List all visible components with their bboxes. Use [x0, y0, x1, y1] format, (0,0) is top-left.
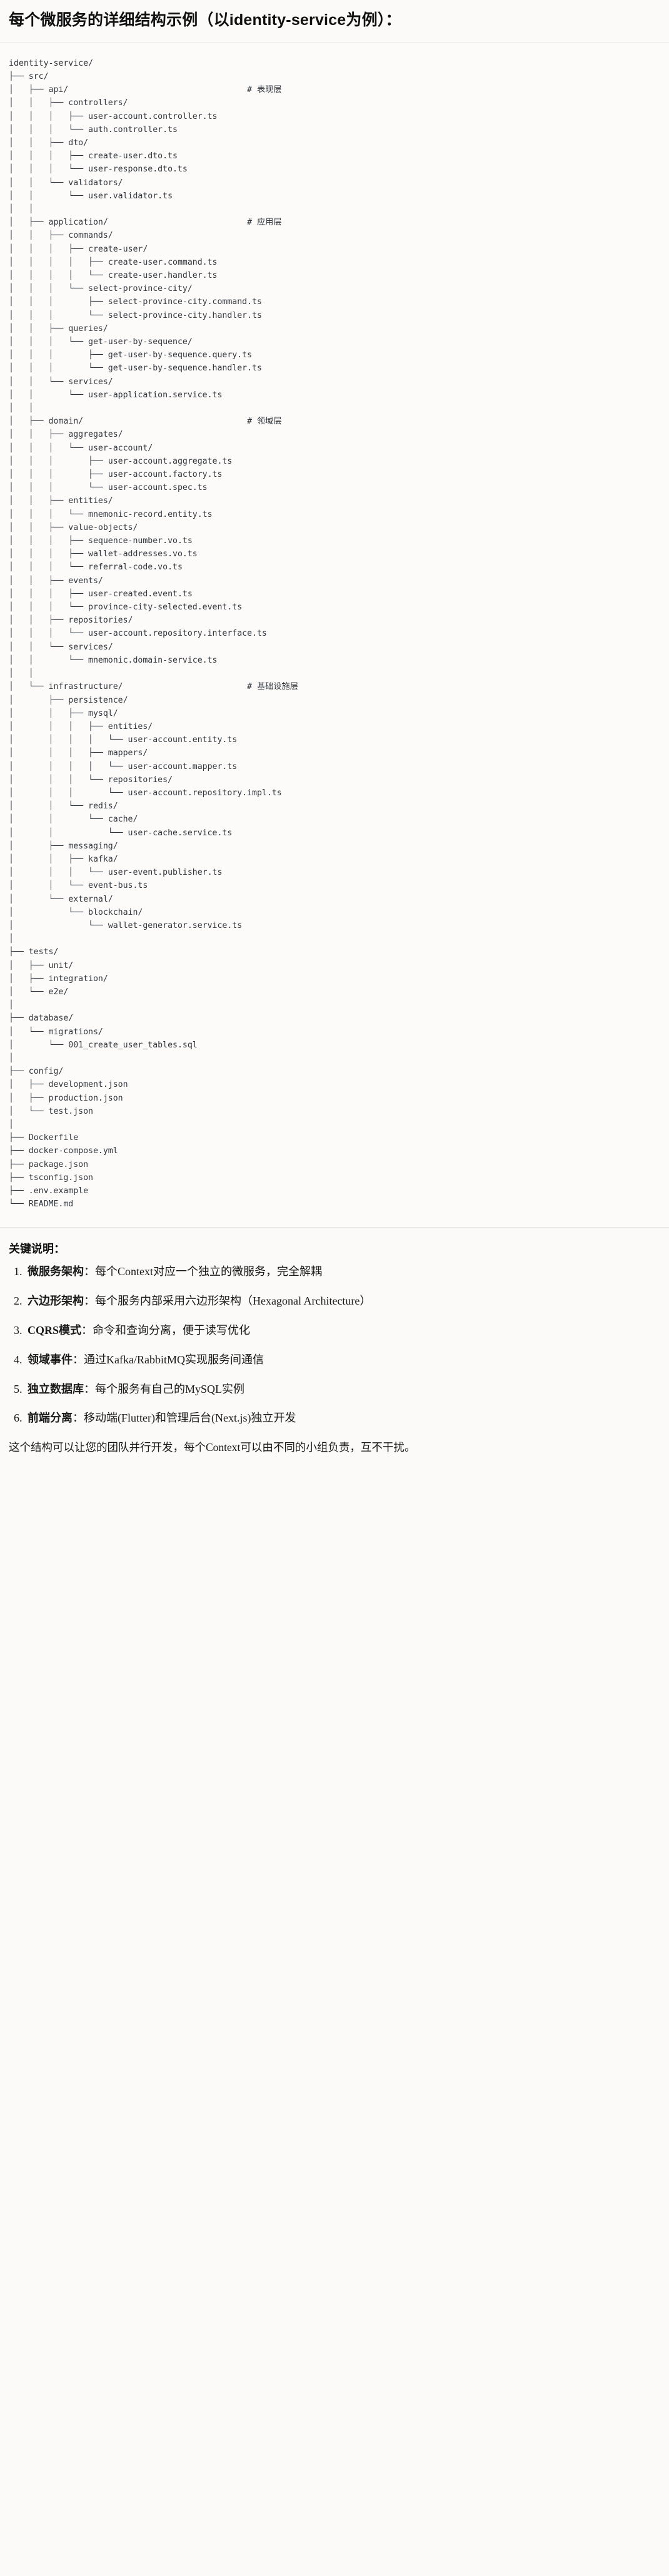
- key-note-separator: ：: [73, 1412, 84, 1425]
- key-note-separator: ：: [84, 1265, 95, 1278]
- key-note-term: CQRS模式: [28, 1324, 82, 1337]
- key-note-term: 六边形架构: [28, 1295, 84, 1308]
- key-note-term: 微服务架构: [28, 1265, 84, 1278]
- key-note-term: 领域事件: [28, 1353, 73, 1366]
- key-note-separator: ：: [73, 1353, 84, 1366]
- page-title: 每个微服务的详细结构示例（以identity-service为例）：: [9, 11, 401, 29]
- key-note-item: 领域事件：通过Kafka/RabbitMQ实现服务间通信: [25, 1351, 660, 1369]
- directory-tree: identity-service/ ├── src/ │ ├── api/ # …: [9, 58, 298, 1209]
- key-note-separator: ：: [84, 1382, 95, 1395]
- key-note-description: 通过Kafka/RabbitMQ实现服务间通信: [84, 1353, 264, 1366]
- key-note-description: 命令和查询分离，便于读写优化: [93, 1324, 251, 1337]
- key-note-item: 微服务架构：每个Context对应一个独立的微服务，完全解耦: [25, 1263, 660, 1281]
- divider-bottom: [0, 1227, 669, 1228]
- key-note-description: 每个服务有自己的MySQL实例: [95, 1382, 245, 1395]
- key-note-item: 六边形架构：每个服务内部采用六边形架构（Hexagonal Architectu…: [25, 1292, 660, 1310]
- code-block-directory-tree: identity-service/ ├── src/ │ ├── api/ # …: [0, 43, 669, 1228]
- key-note-description: 每个服务内部采用六边形架构（Hexagonal Architecture）: [95, 1295, 371, 1308]
- key-note-separator: ：: [84, 1295, 95, 1308]
- document-page: 每个微服务的详细结构示例（以identity-service为例）： ident…: [0, 0, 669, 1481]
- key-note-separator: ：: [81, 1324, 93, 1337]
- key-note-item: 独立数据库：每个服务有自己的MySQL实例: [25, 1380, 660, 1398]
- key-note-item: 前端分离：移动端(Flutter)和管理后台(Next.js)独立开发: [25, 1409, 660, 1427]
- key-notes-section: 关键说明： 微服务架构：每个Context对应一个独立的微服务，完全解耦六边形架…: [0, 1228, 669, 1481]
- key-notes-title: 关键说明：: [9, 1243, 65, 1256]
- key-note-description: 每个Context对应一个独立的微服务，完全解耦: [95, 1265, 322, 1278]
- key-notes-list: 微服务架构：每个Context对应一个独立的微服务，完全解耦六边形架构：每个服务…: [9, 1263, 660, 1427]
- key-note-term: 前端分离: [28, 1412, 73, 1425]
- key-note-term: 独立数据库: [28, 1382, 84, 1395]
- key-note-item: CQRS模式：命令和查询分离，便于读写优化: [25, 1321, 660, 1340]
- key-note-description: 移动端(Flutter)和管理后台(Next.js)独立开发: [84, 1412, 296, 1425]
- closing-paragraph: 这个结构可以让您的团队并行开发，每个Context可以由不同的小组负责，互不干扰…: [9, 1441, 416, 1454]
